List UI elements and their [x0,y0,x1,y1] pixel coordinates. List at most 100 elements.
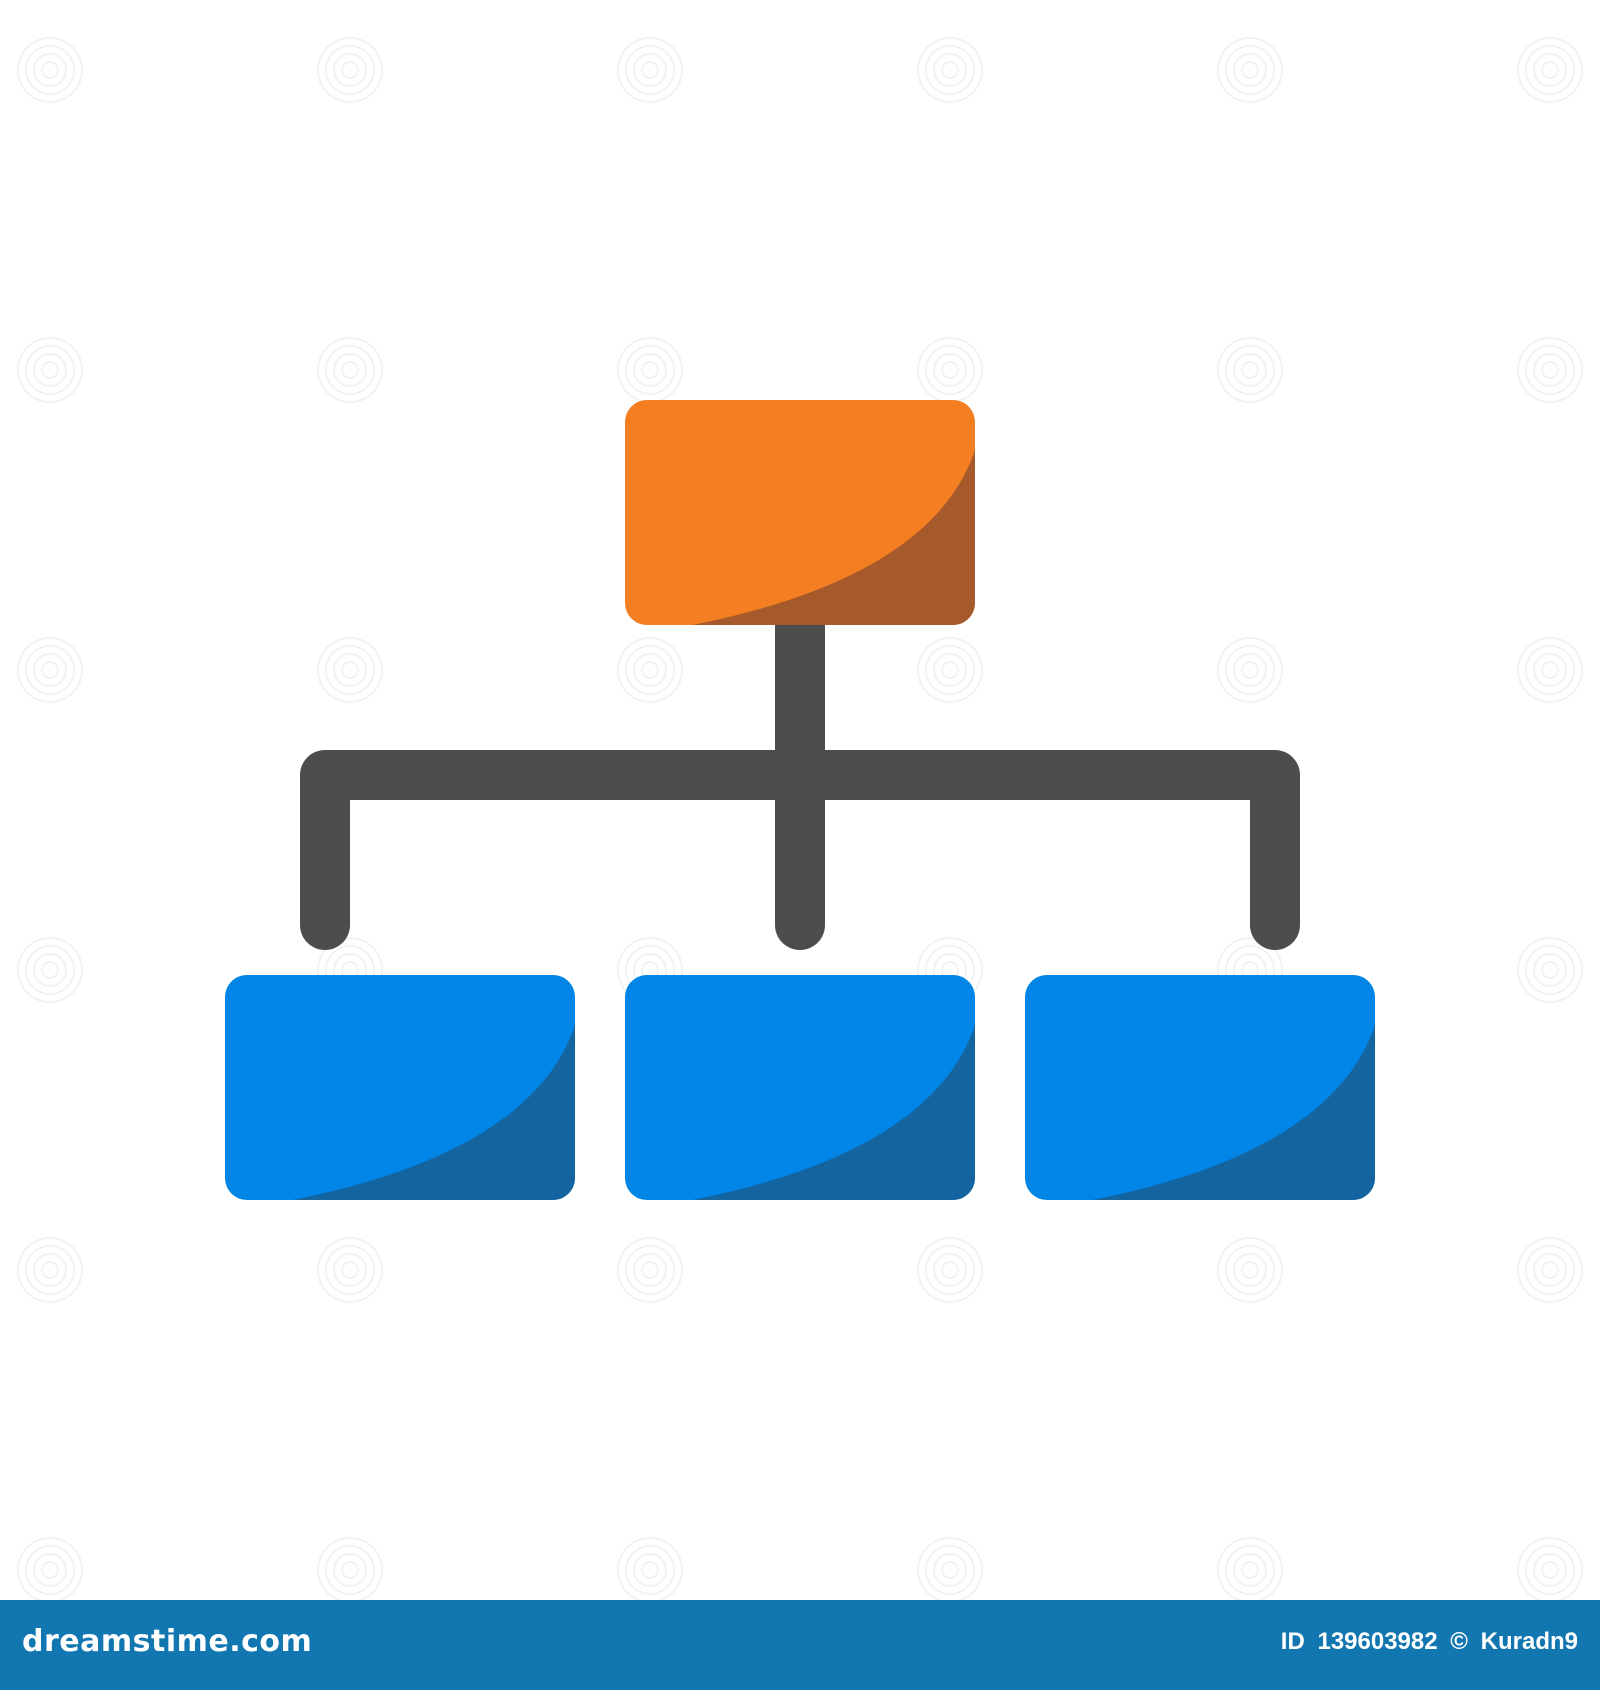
watermark-spiral-ring [325,1245,375,1295]
watermark-spiral-ring [33,353,67,387]
brand-logo-text[interactable]: dreamstime.com [22,1624,313,1659]
watermark-spiral-ring [1225,1545,1275,1595]
hierarchy-diagram-canvas [17,37,1583,1600]
watermark-spiral-ring [1541,1261,1559,1279]
watermark-spiral-ring [633,653,667,687]
watermark-spiral-ring [317,337,383,403]
watermark-spiral-ring [333,653,367,687]
watermark-spiral-ring [1517,637,1583,703]
watermark-spiral-ring [1233,53,1267,87]
watermark-spiral-ring [41,1261,59,1279]
watermark-spiral-ring [1525,45,1575,95]
watermark-spiral-ring [1233,1553,1267,1587]
watermark-spiral-ring [1233,653,1267,687]
watermark-spiral-ring [41,661,59,679]
watermark-spiral-ring [1233,1253,1267,1287]
watermark-spiral-ring [941,661,959,679]
root-node-shadow [665,440,975,625]
watermark-spiral-ring [33,1553,67,1587]
watermark-spiral-ring [1533,1253,1567,1287]
watermark-spiral-ring [917,1237,983,1303]
watermark-spiral-ring [17,637,83,703]
watermark-spiral-ring [1533,953,1567,987]
child-node-1 [225,975,575,1200]
watermark-spiral-ring [25,1245,75,1295]
watermark-spiral-ring [625,345,675,395]
author-name[interactable]: Kuradn9 [1480,1628,1578,1655]
watermark-spiral-ring [317,37,383,103]
watermark-spiral-ring [17,937,83,1003]
watermark-spiral-ring [933,653,967,687]
watermark-spiral-ring [25,1545,75,1595]
watermark-spiral-ring [325,645,375,695]
image-id: 139603982 [1317,1628,1438,1655]
watermark-spiral-ring [625,1245,675,1295]
watermark-spiral-ring [17,337,83,403]
footer-bar: dreamstime.com ID 139603982 © Kuradn9 [0,1600,1600,1690]
watermark-spiral-ring [33,1253,67,1287]
id-label: ID [1280,1628,1305,1655]
watermark-spiral-ring [17,1537,83,1600]
watermark-spiral-ring [1233,353,1267,387]
watermark-spiral-ring [25,945,75,995]
watermark-spiral-ring [917,637,983,703]
watermark-spiral-ring [1541,1561,1559,1579]
watermark-spiral-ring [925,645,975,695]
watermark-spiral-ring [633,1553,667,1587]
watermark-spiral-ring [1241,1261,1259,1279]
watermark-spiral-ring [317,1537,383,1600]
watermark-spiral-ring [33,953,67,987]
watermark-layer [17,37,1583,1600]
watermark-spiral-ring [33,653,67,687]
child-node-shadow [665,1015,975,1200]
watermark-spiral-ring [41,1561,59,1579]
watermark-spiral-ring [933,353,967,387]
watermark-spiral-ring [1525,345,1575,395]
watermark-spiral-ring [941,61,959,79]
watermark-spiral-ring [617,337,683,403]
watermark-spiral-ring [1541,361,1559,379]
watermark-spiral-ring [1533,53,1567,87]
watermark-spiral-ring [341,61,359,79]
watermark-spiral-ring [641,661,659,679]
watermark-spiral-ring [1517,937,1583,1003]
watermark-spiral-ring [333,353,367,387]
watermark-spiral-ring [1525,1545,1575,1595]
watermark-spiral-ring [341,361,359,379]
watermark-spiral-ring [1517,1537,1583,1600]
watermark-spiral-ring [333,53,367,87]
watermark-spiral-ring [341,1561,359,1579]
watermark-spiral-ring [1525,645,1575,695]
watermark-spiral-ring [617,637,683,703]
watermark-spiral-ring [1225,45,1275,95]
watermark-spiral-ring [1517,337,1583,403]
watermark-spiral-ring [1225,1245,1275,1295]
copyright-symbol: © [1450,1628,1468,1655]
watermark-spiral-ring [633,353,667,387]
watermark-spiral-ring [641,1261,659,1279]
watermark-spiral-ring [1241,361,1259,379]
child-node-shadow [265,1015,575,1200]
watermark-spiral-ring [41,961,59,979]
watermark-spiral-ring [625,1545,675,1595]
hierarchy-diagram [17,37,1583,1600]
watermark-spiral-ring [941,1261,959,1279]
watermark-spiral-ring [633,53,667,87]
image-credit: ID 139603982 © Kuradn9 [1281,1628,1578,1656]
watermark-spiral-ring [617,37,683,103]
watermark-spiral-ring [1533,1553,1567,1587]
watermark-spiral-ring [641,61,659,79]
watermark-spiral-ring [625,645,675,695]
watermark-spiral-ring [1241,61,1259,79]
watermark-spiral-ring [933,1253,967,1287]
watermark-spiral-ring [1525,1245,1575,1295]
watermark-spiral-ring [1241,1561,1259,1579]
watermark-spiral-ring [41,361,59,379]
watermark-spiral-ring [25,45,75,95]
watermark-spiral-ring [917,337,983,403]
watermark-spiral-ring [1217,337,1283,403]
watermark-spiral-ring [1533,353,1567,387]
watermark-spiral-ring [933,1553,967,1587]
watermark-spiral-ring [1541,961,1559,979]
